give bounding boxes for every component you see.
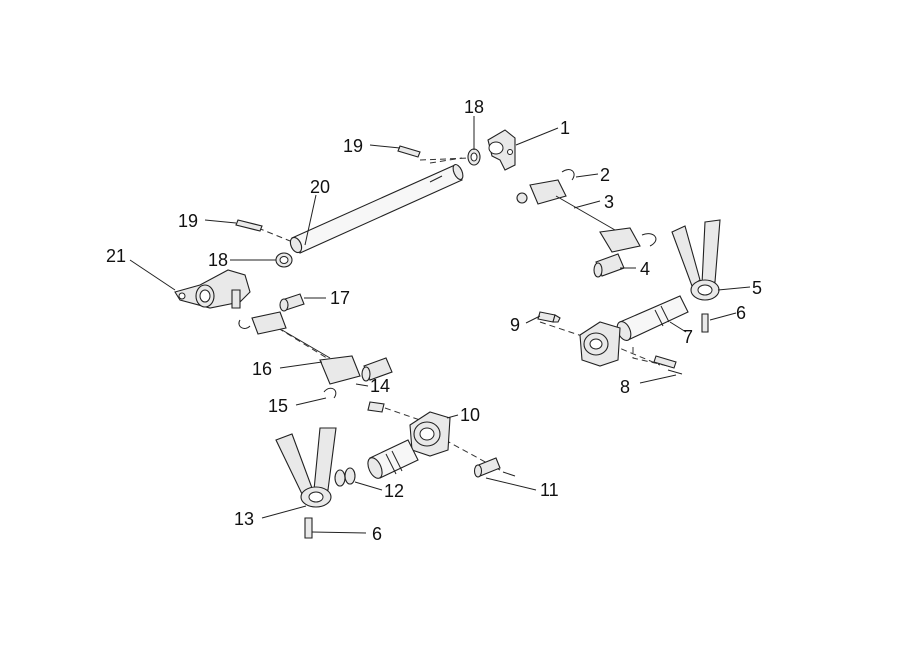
callout-19-left: 19 <box>178 211 198 231</box>
callout-16: 16 <box>252 359 272 379</box>
roll-pin-part-19-left <box>235 219 263 232</box>
clip-part-2 <box>561 169 657 247</box>
callout-11: 11 <box>540 480 559 500</box>
callout-5: 5 <box>752 278 762 298</box>
washer-part-18-top <box>467 148 481 166</box>
callout-6-right: 6 <box>736 303 746 323</box>
shaft-part-7 <box>616 295 689 342</box>
pin-part-14 <box>361 357 393 382</box>
flange-housing-right <box>579 321 621 367</box>
shift-fork-part-13 <box>275 427 337 508</box>
clip-part-15 <box>323 387 337 399</box>
callout-9: 9 <box>510 315 520 335</box>
roll-pin-part-6-right <box>701 313 709 333</box>
washer-part-18-left <box>275 252 293 268</box>
callout-6-left: 6 <box>372 524 382 544</box>
clevis-rod-part-16 <box>238 311 361 385</box>
shaft-part-20 <box>289 163 464 254</box>
callout-14: 14 <box>370 376 390 396</box>
roll-pin-part-19-top <box>397 145 421 158</box>
callout-7: 7 <box>683 327 693 347</box>
callout-3: 3 <box>604 192 614 212</box>
callout-20: 20 <box>310 177 330 197</box>
clevis-rod-part-3 <box>516 179 641 253</box>
callout-19-top: 19 <box>343 136 363 156</box>
pin-part-17 <box>279 293 305 312</box>
lever-bracket-part-1 <box>487 129 516 171</box>
shaft-part-12 <box>334 439 419 487</box>
callout-4: 4 <box>640 259 650 279</box>
callout-8: 8 <box>620 377 630 397</box>
pin-part-4 <box>593 253 625 278</box>
callout-12: 12 <box>384 481 404 501</box>
callout-1: 1 <box>560 118 570 138</box>
pin-part-11 <box>473 457 516 478</box>
shift-fork-part-5 <box>671 219 721 301</box>
callout-2: 2 <box>600 165 610 185</box>
bolt-part-9 <box>537 311 561 323</box>
lever-bracket-part-21 <box>174 269 251 309</box>
callout-21: 21 <box>106 246 126 266</box>
callout-15: 15 <box>268 396 288 416</box>
callout-18-left: 18 <box>208 250 228 270</box>
callout-labels: 1 2 3 4 5 6 6 7 8 9 10 11 12 13 14 15 16… <box>106 97 762 544</box>
callout-18-top: 18 <box>464 97 484 117</box>
callout-17: 17 <box>330 288 350 308</box>
flange-housing-part-10 <box>367 401 451 457</box>
callout-10: 10 <box>460 405 480 425</box>
callout-leaders <box>129 116 751 534</box>
pin-part-8 <box>653 355 683 375</box>
callout-13: 13 <box>234 509 254 529</box>
roll-pin-part-6-left <box>304 517 313 539</box>
